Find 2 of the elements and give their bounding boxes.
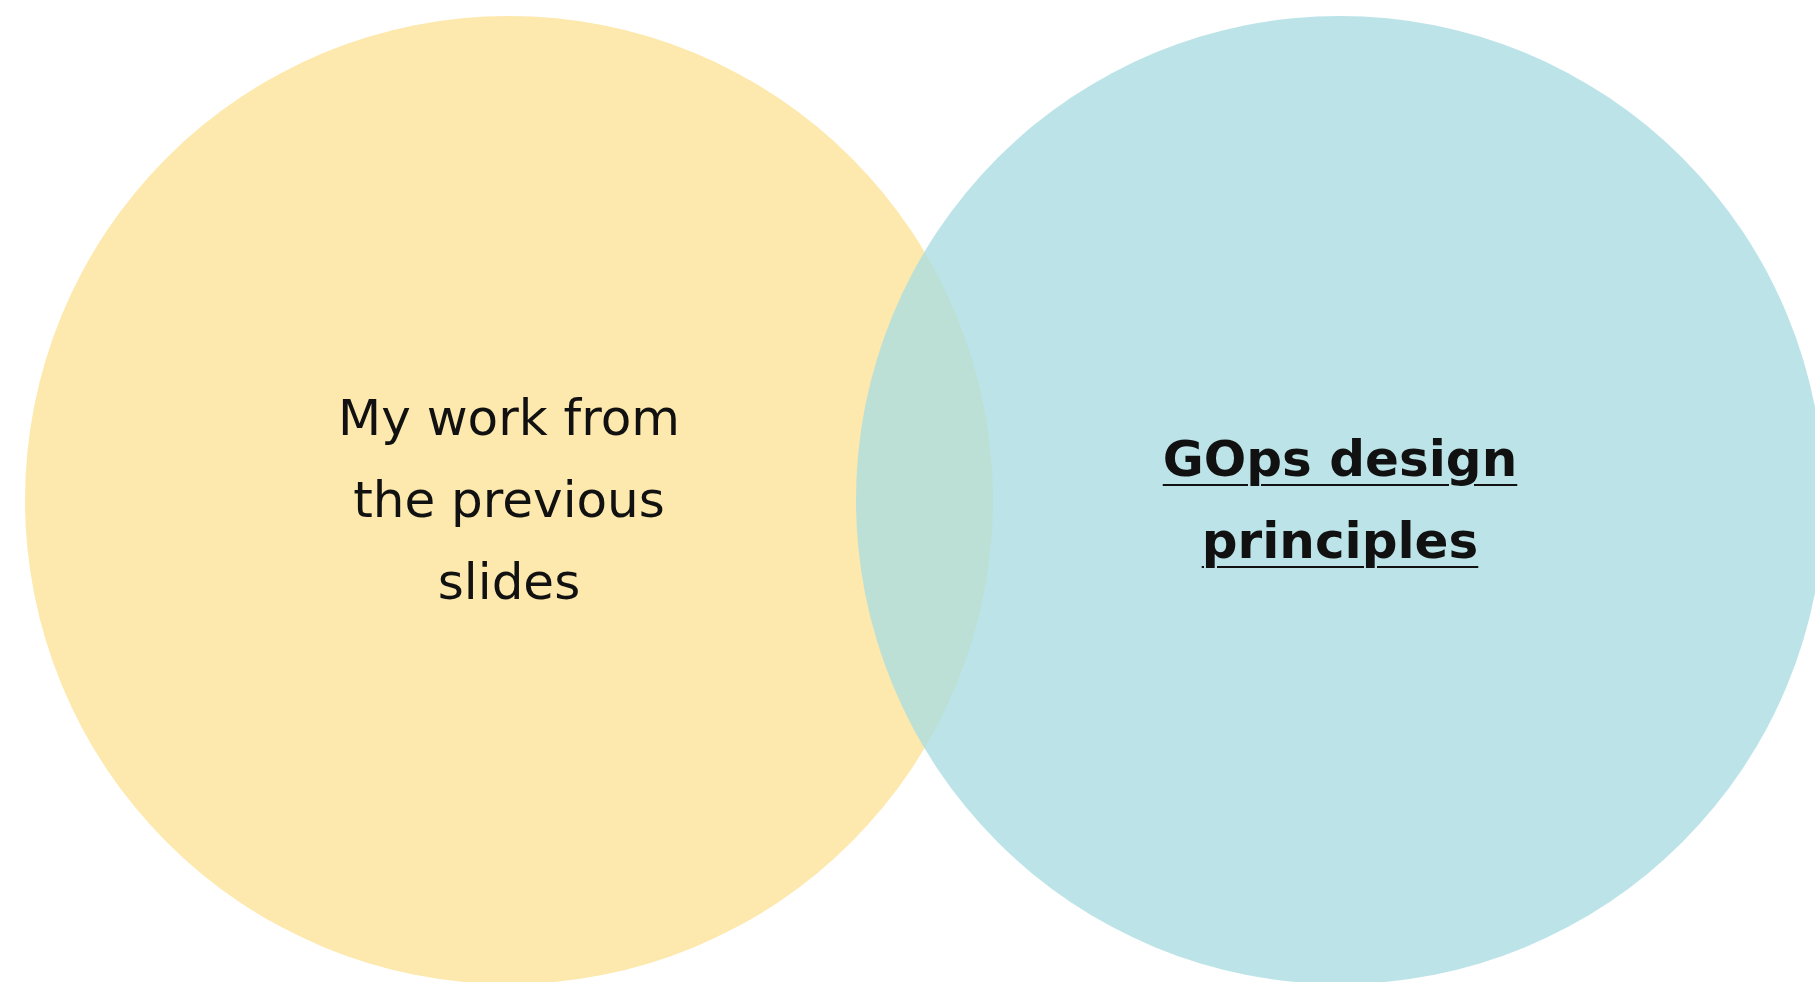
link-text: GOps design principles	[1161, 429, 1519, 572]
circle-label: My work from the previous slides	[337, 388, 681, 613]
